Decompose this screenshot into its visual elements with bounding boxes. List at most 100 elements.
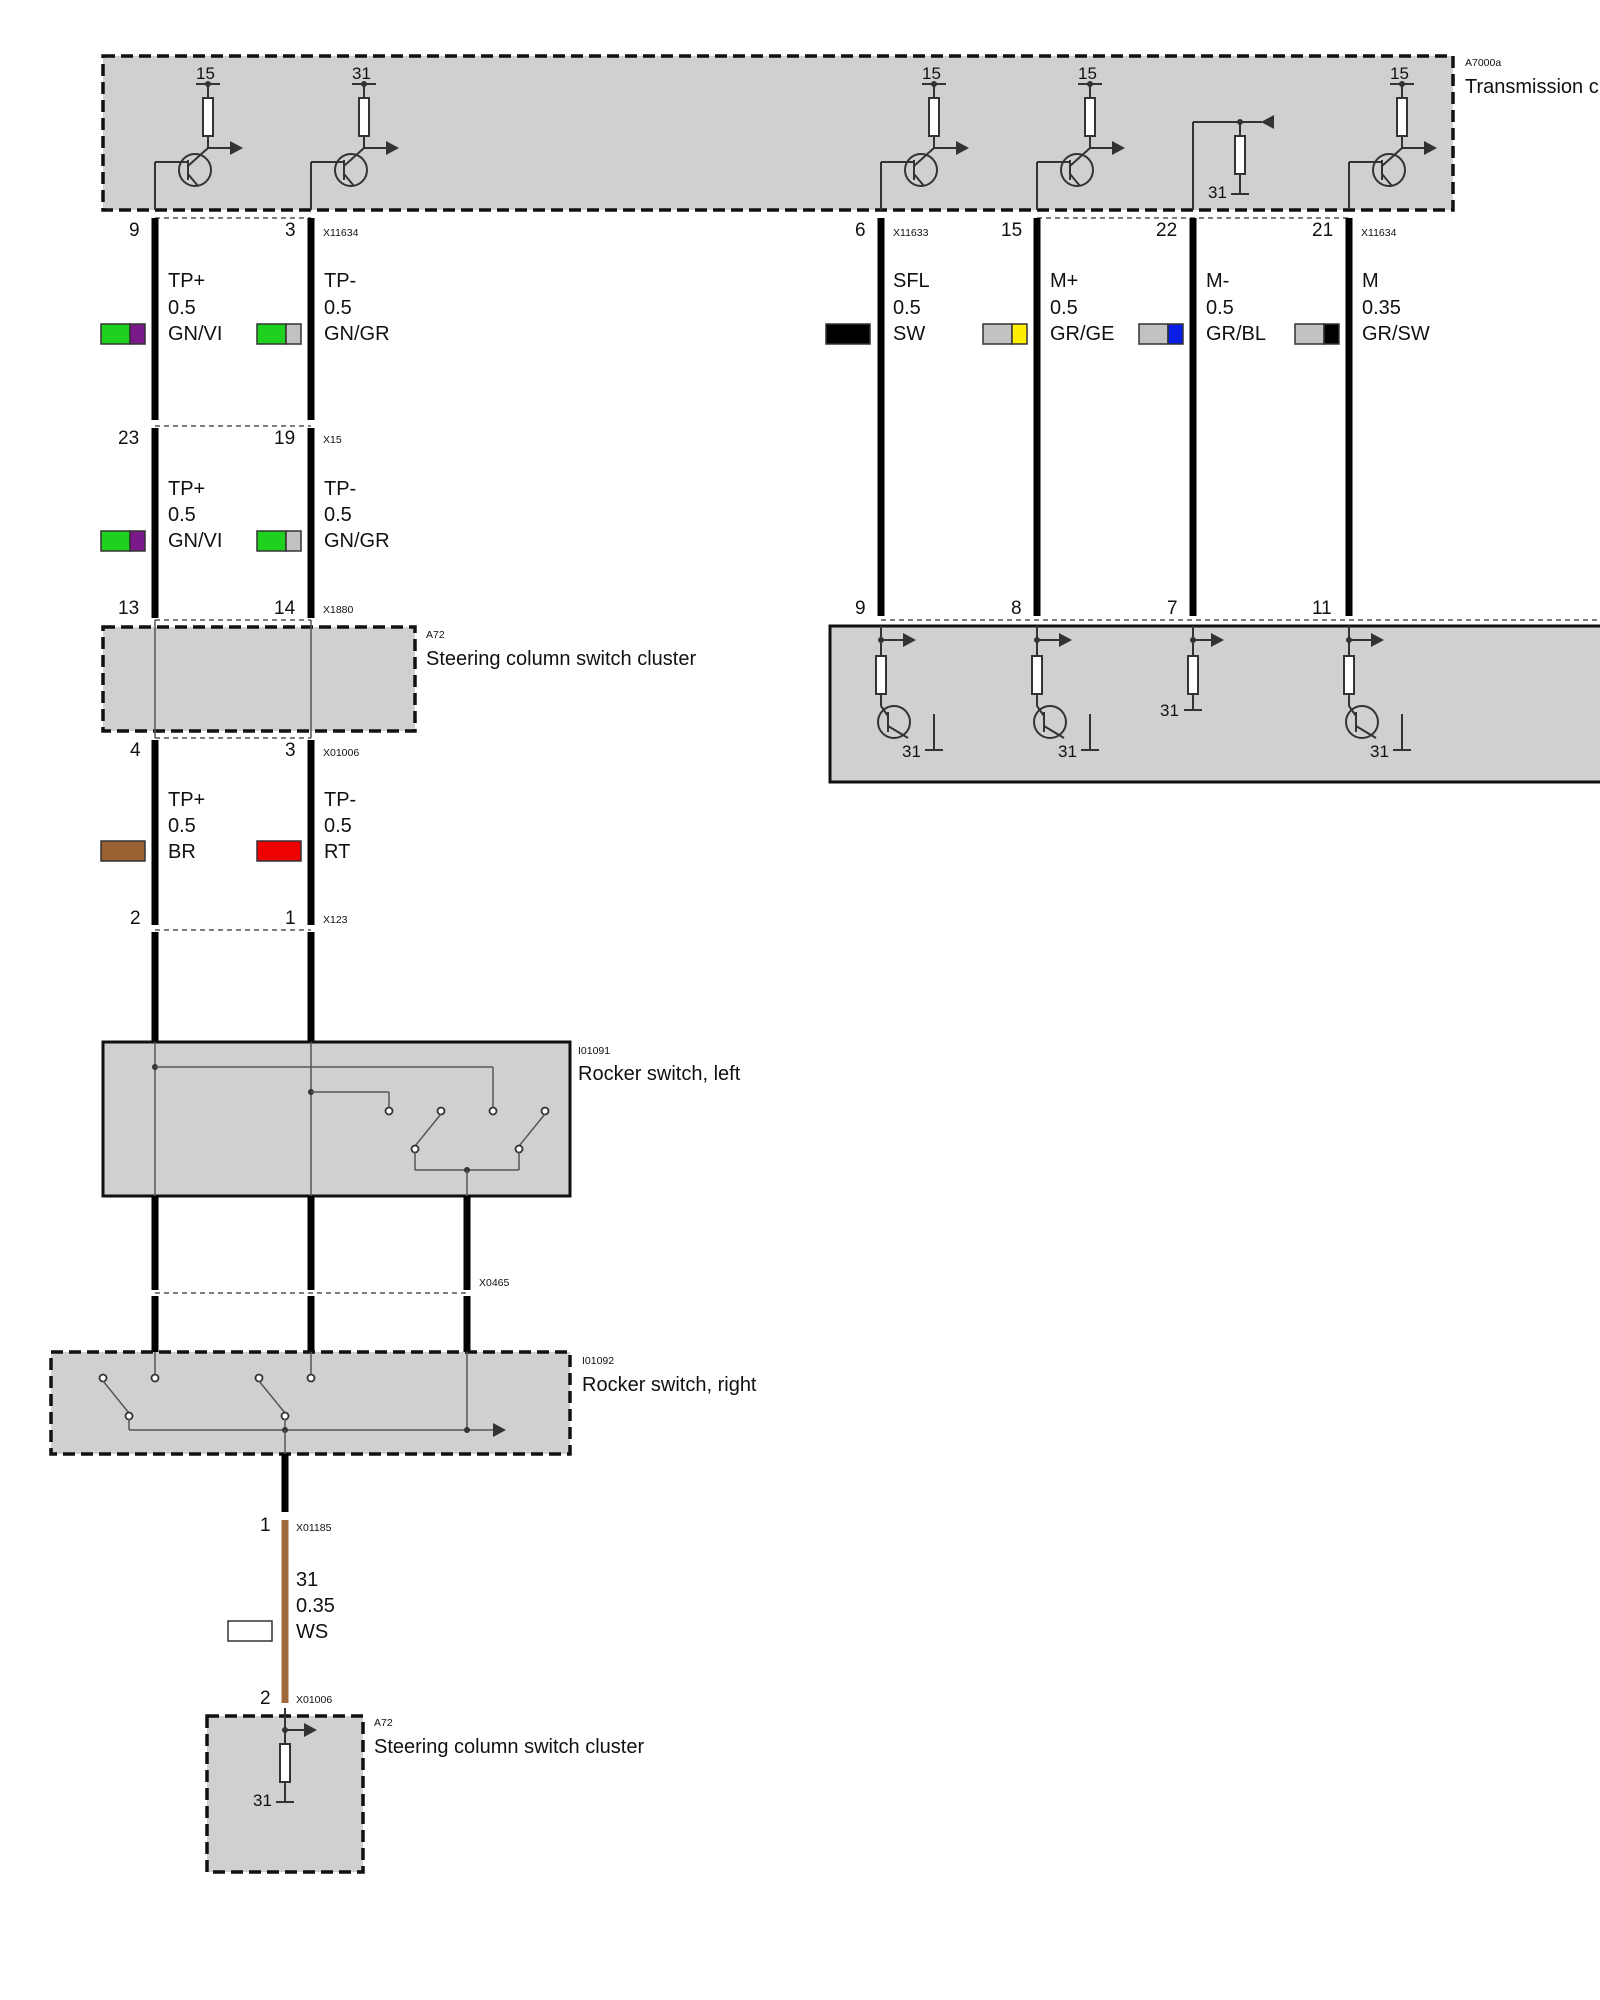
wire-label-tp-plus: TP+ 0.5 GN/VI <box>168 478 222 552</box>
sccs-id: A72 <box>426 629 445 641</box>
svg-text:0.5: 0.5 <box>324 504 352 526</box>
connector-label: X01185 <box>296 1522 332 1534</box>
right-unit-stage-sfl: 31 <box>875 626 943 761</box>
rocker-switch-right[interactable]: I01092 Rocker switch, right <box>49 1350 757 1456</box>
wire-label-m-plus: M+ 0.5 GR/GE <box>1050 270 1114 345</box>
wire-color-swatch-br <box>100 840 146 862</box>
svg-text:0.5: 0.5 <box>168 297 196 319</box>
connector-label: X11634 <box>323 227 359 239</box>
ground-label-31: 31 <box>902 742 921 761</box>
pin-label: 15 <box>1001 220 1022 241</box>
right-control-unit[interactable]: 31 31 31 <box>828 624 1600 784</box>
svg-text:BR: BR <box>168 841 196 863</box>
supply-label-31: 31 <box>352 64 371 83</box>
wire-color-swatch-rt <box>256 840 302 862</box>
ground-label-31: 31 <box>1370 742 1389 761</box>
svg-text:0.5: 0.5 <box>1050 297 1078 319</box>
pin-label: 2 <box>130 908 141 929</box>
svg-text:0.5: 0.5 <box>324 297 352 319</box>
svg-text:M: M <box>1362 270 1379 292</box>
wire-label-tp-minus: TP- 0.5 RT <box>324 789 356 863</box>
rocker-switch-left[interactable]: I01091 Rocker switch, left <box>101 1040 741 1198</box>
ground-label-31: 31 <box>1160 701 1179 720</box>
pin-label: 9 <box>129 220 140 241</box>
wire-color-swatch-gr-bl <box>1138 323 1184 345</box>
ground-label-31: 31 <box>1058 742 1077 761</box>
svg-text:GN/VI: GN/VI <box>168 530 222 552</box>
sccs-name: Steering column switch cluster <box>426 648 696 670</box>
steering-column-switch-cluster-top[interactable]: A72 Steering column switch cluster <box>101 620 696 738</box>
pin-label: 19 <box>274 428 295 449</box>
wire-label-m: M 0.35 GR/SW <box>1362 270 1430 345</box>
connector-label: X11633 <box>893 227 929 239</box>
tcu-output-stage-m-plus: 15 <box>1036 64 1125 210</box>
svg-text:GR/GE: GR/GE <box>1050 323 1114 345</box>
rocker-left-name: Rocker switch, left <box>578 1063 741 1085</box>
connector-label: X1880 <box>323 604 354 616</box>
pin-label: 7 <box>1167 598 1178 619</box>
right-unit-stage-m-minus: 31 <box>1160 626 1224 720</box>
pin-label: 13 <box>118 598 139 619</box>
wire-label-tp-minus: TP- 0.5 GN/GR <box>324 478 390 552</box>
rocker-right-name: Rocker switch, right <box>582 1374 757 1396</box>
pin-label: 14 <box>274 598 296 619</box>
svg-text:RT: RT <box>324 841 350 863</box>
tcu-input-stage-m-minus: 31 <box>1192 115 1274 210</box>
pin-label: 1 <box>260 1515 271 1536</box>
supply-label-15: 15 <box>1078 64 1097 83</box>
right-unit-stage-m-plus: 31 <box>1031 626 1099 761</box>
svg-text:0.5: 0.5 <box>893 297 921 319</box>
svg-text:0.5: 0.5 <box>324 815 352 837</box>
svg-text:GN/GR: GN/GR <box>324 323 390 345</box>
svg-text:GN/VI: GN/VI <box>168 323 222 345</box>
steering-column-switch-cluster-bottom[interactable]: A72 Steering column switch cluster 31 <box>205 1708 644 1874</box>
pin-label: 3 <box>285 220 296 241</box>
svg-text:WS: WS <box>296 1621 328 1643</box>
tcu-name: Transmission c <box>1465 76 1599 98</box>
wire-color-swatch-gr-sw <box>1294 323 1340 345</box>
connector-label: X123 <box>323 914 348 926</box>
svg-text:GN/GR: GN/GR <box>324 530 390 552</box>
connector-label: X15 <box>323 434 342 446</box>
supply-label-15: 15 <box>1390 64 1409 83</box>
wire-color-swatch-sw <box>825 323 871 345</box>
connector-label: X01006 <box>296 1694 332 1706</box>
svg-text:0.35: 0.35 <box>296 1595 335 1617</box>
svg-text:31: 31 <box>296 1569 318 1591</box>
transmission-control-unit[interactable]: A7000a Transmission c 15 31 <box>101 54 1599 212</box>
connector-label: X0465 <box>479 1277 510 1289</box>
pin-label: 9 <box>855 598 866 619</box>
wire-label-tp-minus: TP- 0.5 GN/GR <box>324 270 390 345</box>
pin-label: 3 <box>285 740 296 761</box>
svg-text:TP-: TP- <box>324 270 356 292</box>
svg-text:TP-: TP- <box>324 789 356 811</box>
svg-text:SW: SW <box>893 323 925 345</box>
supply-label-15: 15 <box>196 64 215 83</box>
svg-text:TP+: TP+ <box>168 478 205 500</box>
wire-label-sfl: SFL 0.5 SW <box>893 270 930 345</box>
wire-color-swatch-gn-vi <box>100 323 146 345</box>
ground-label-31: 31 <box>253 1791 272 1810</box>
connector-label: X11634 <box>1361 227 1397 239</box>
supply-label-15: 15 <box>922 64 941 83</box>
ground-label-31: 31 <box>1208 183 1227 202</box>
pin-label: 11 <box>1312 598 1332 619</box>
tcu-output-stage-m: 15 <box>1348 64 1437 210</box>
connector-label: X01006 <box>323 747 359 759</box>
wire-label-tp-plus: TP+ 0.5 BR <box>168 789 205 863</box>
svg-text:0.5: 0.5 <box>168 815 196 837</box>
svg-text:GR/BL: GR/BL <box>1206 323 1266 345</box>
wire-color-swatch-gn-vi <box>100 530 146 552</box>
wire-color-swatch-gr-ge <box>982 323 1028 345</box>
pin-label: 4 <box>130 740 141 761</box>
tcu-id: A7000a <box>1465 57 1501 69</box>
pin-label: 1 <box>285 908 296 929</box>
pin-label: 21 <box>1312 220 1333 241</box>
svg-text:TP+: TP+ <box>168 789 205 811</box>
svg-text:0.35: 0.35 <box>1362 297 1401 319</box>
tcu-output-stage-sfl: 15 <box>880 64 969 210</box>
wire-color-swatch-ws <box>227 1620 273 1642</box>
pin-label: 2 <box>260 1688 271 1709</box>
svg-text:GR/SW: GR/SW <box>1362 323 1430 345</box>
